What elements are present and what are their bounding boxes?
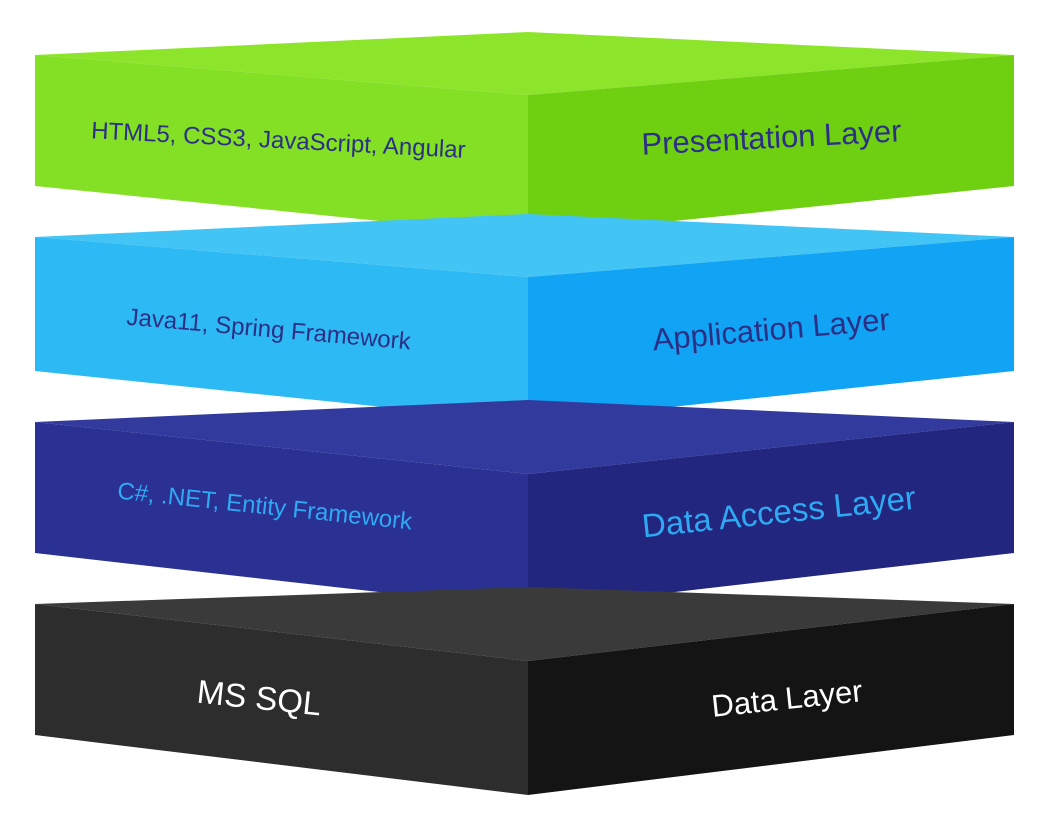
data-access-layer-top-face [35,400,1014,474]
presentation-layer-right-face [528,55,1014,236]
presentation-layer-left-face [35,55,528,236]
application-layer-right-face [528,237,1014,422]
data-access-layer-left-face [35,422,528,609]
data-layer-right-face [528,604,1014,795]
data-layer: MS SQL Data Layer [35,587,1014,795]
data-layer-top-face [35,587,1014,661]
application-layer: Java11, Spring Framework Application Lay… [35,214,1014,422]
data-access-layer-right-face [528,422,1014,609]
data-access-layer: C#, .NET, Entity Framework Data Access L… [35,400,1014,609]
application-layer-top-face [35,214,1014,277]
presentation-layer-top-face [35,32,1014,95]
data-layer-left-face [35,604,528,795]
presentation-layer: HTML5, CSS3, JavaScript, Angular Present… [35,32,1014,236]
application-layer-left-face [35,237,528,422]
